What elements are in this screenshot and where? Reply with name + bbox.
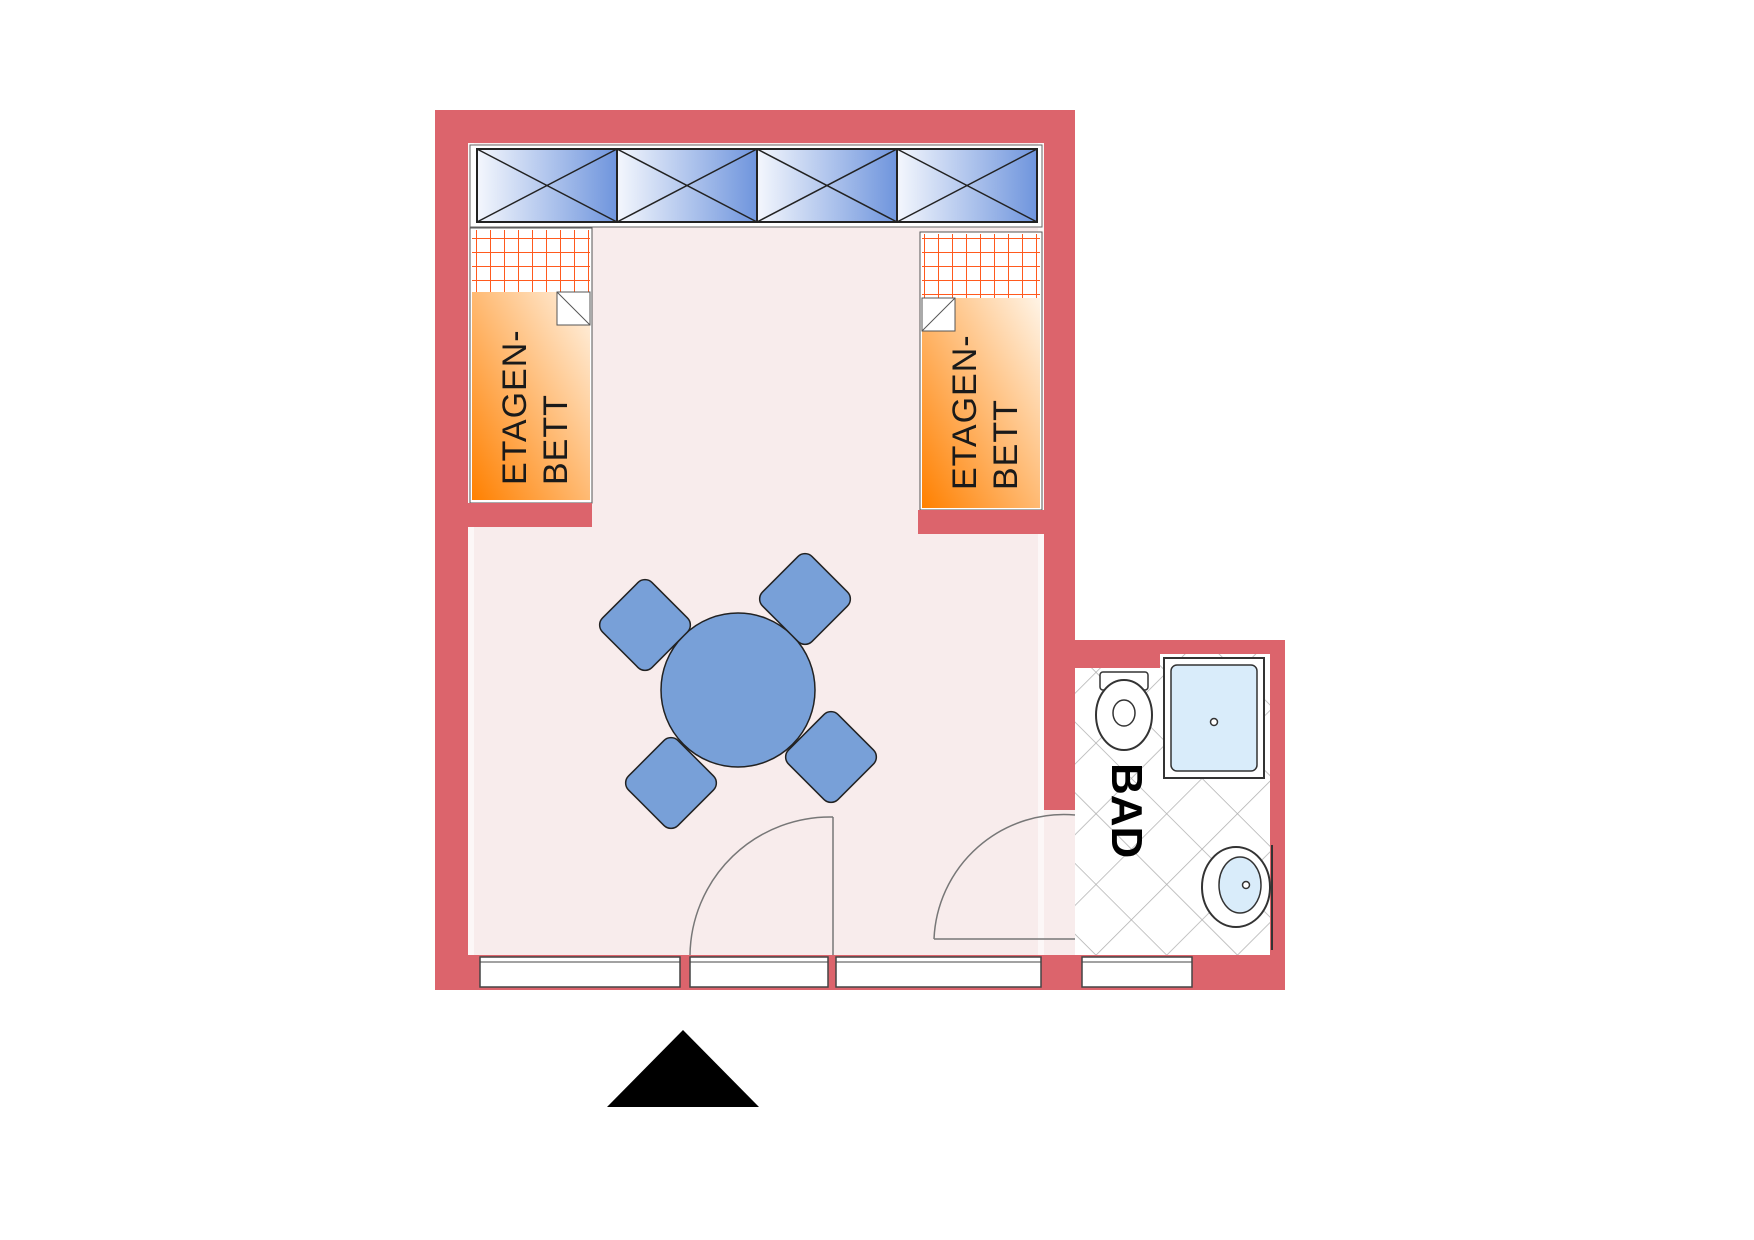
bed-mattress xyxy=(922,298,1040,508)
entrance-door xyxy=(689,816,834,956)
round-table-icon xyxy=(660,612,816,768)
bed-mattress xyxy=(472,292,590,500)
bunk-bed-left: ETAGEN- BETT xyxy=(468,227,593,527)
toilet-icon xyxy=(1095,671,1153,751)
bed-left-label-line2: BETT xyxy=(537,394,575,485)
bed-right-label-line1: ETAGEN- xyxy=(946,334,984,490)
bed-left-label-line1: ETAGEN- xyxy=(496,329,534,485)
entrance-arrow-icon xyxy=(607,1030,759,1107)
shower-tray-icon xyxy=(1163,657,1265,779)
wardrobe-icon xyxy=(476,148,618,223)
chair-icon xyxy=(624,736,718,830)
wall-inner-edge xyxy=(1038,143,1044,955)
bunk-bed-right: ETAGEN- BETT xyxy=(918,231,1044,534)
bathroom-door-opening xyxy=(1044,810,1075,955)
bathroom-door xyxy=(933,813,1076,940)
dining-set xyxy=(598,552,878,830)
bed-right-label-line2: BETT xyxy=(987,399,1025,490)
door-swing-icon xyxy=(689,816,834,956)
wardrobe-icon xyxy=(896,148,1038,223)
bathroom-label: BAD xyxy=(1102,763,1151,858)
front-windows xyxy=(479,956,1193,988)
bathroom-fixtures: BAD xyxy=(1095,657,1273,950)
wardrobe-icon xyxy=(756,148,898,223)
wardrobe-icon xyxy=(616,148,758,223)
wall-inner-edge xyxy=(468,143,474,955)
wardrobe-row xyxy=(469,144,1043,228)
bed-pillow-grid xyxy=(922,234,1040,298)
bed-partition-wall xyxy=(468,503,592,527)
chair-icon xyxy=(784,710,878,804)
bed-partition-wall xyxy=(918,510,1044,534)
door-swing-icon xyxy=(933,813,1076,940)
chair-icon xyxy=(598,578,692,672)
washbasin-icon xyxy=(1201,845,1273,950)
bed-pillow-grid xyxy=(472,230,590,292)
chair-icon xyxy=(758,552,852,646)
